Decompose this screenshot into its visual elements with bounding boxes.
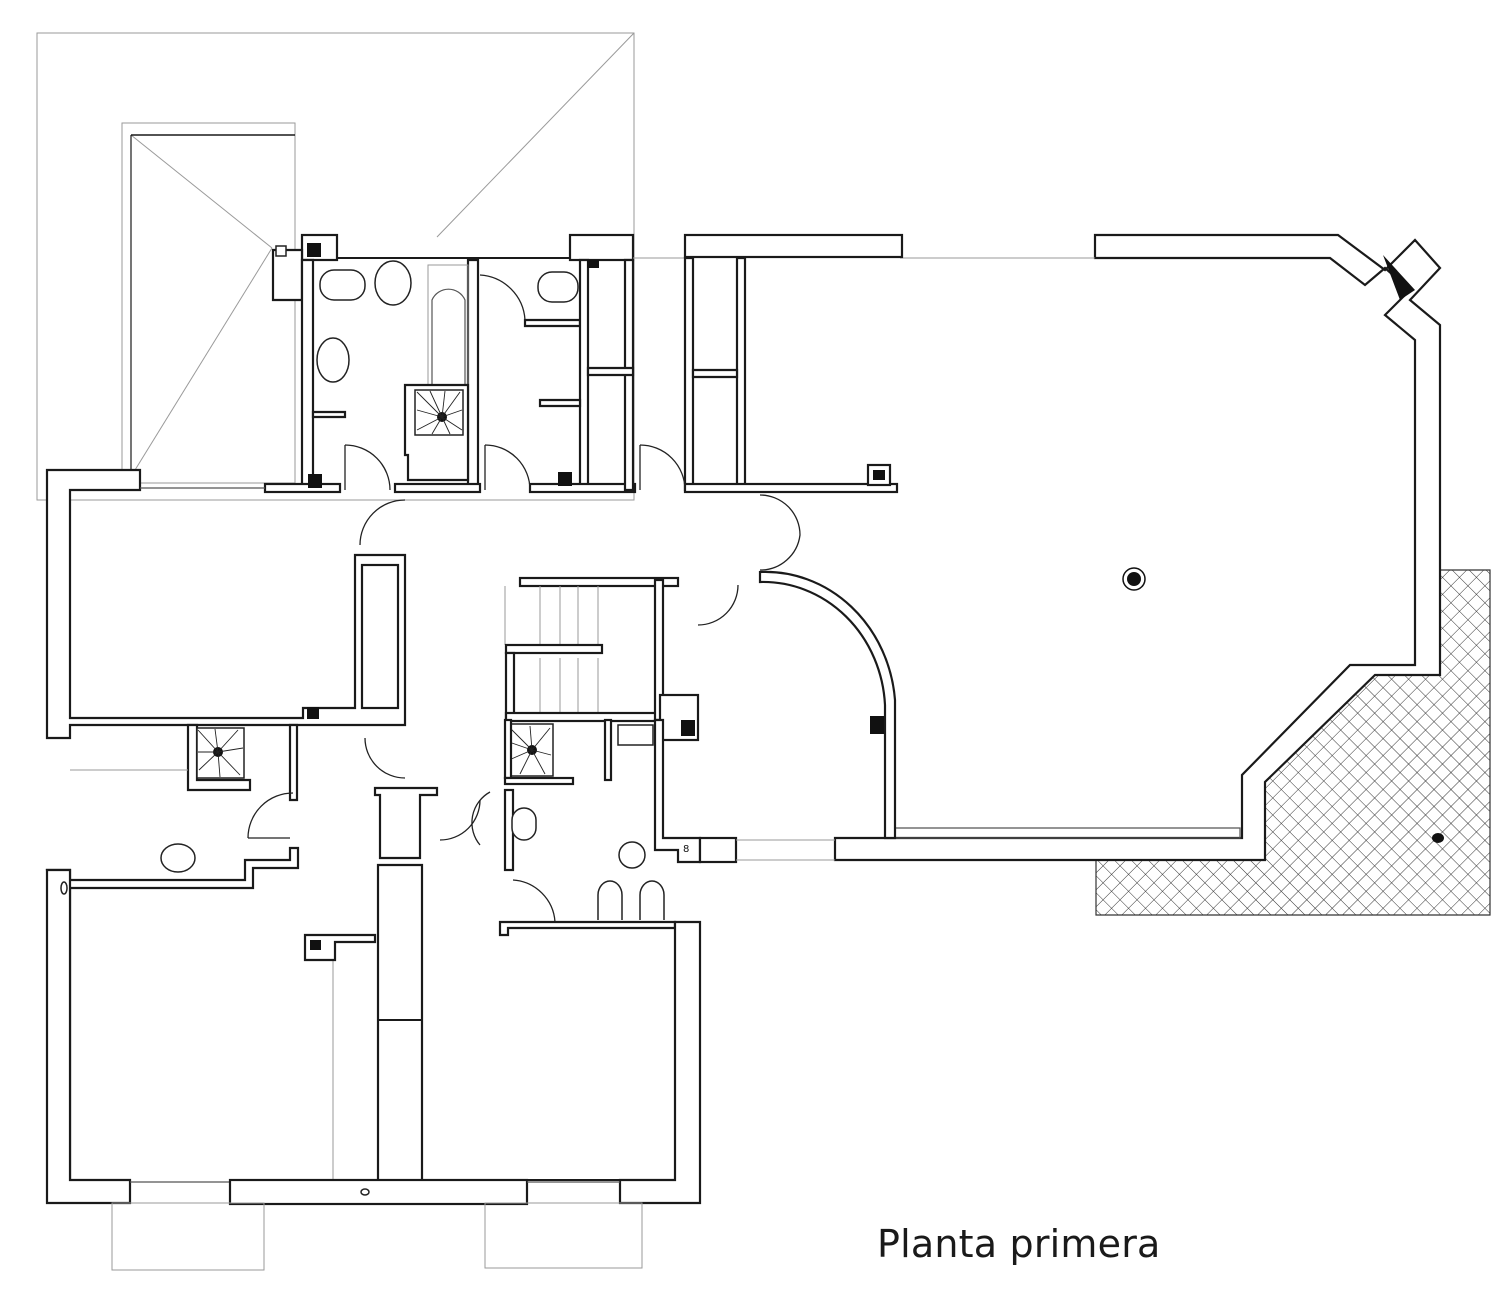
doors-north (344, 274, 801, 571)
southeast-room (422, 920, 702, 1269)
svg-text:8: 8 (683, 844, 689, 855)
southwest-room (45, 868, 529, 1271)
plan-caption: Planta primera (877, 1222, 1161, 1266)
north-walls (271, 233, 685, 302)
bathroom-block-2 (523, 258, 637, 494)
closet-block (683, 256, 899, 494)
roof-outline-small (121, 122, 296, 484)
curved-wall (758, 570, 897, 840)
west-room-walls (45, 468, 407, 740)
straight-stair (504, 576, 680, 723)
spiral-stair-1 (393, 383, 482, 494)
spiral-stair-3 (503, 718, 575, 786)
living-room-walls (683, 233, 1442, 862)
roof-outline-large (36, 32, 635, 501)
central-corridor (303, 786, 439, 1184)
central-bathroom: 8 (471, 584, 835, 937)
spiral-stair-2 (70, 723, 299, 802)
middle-left-room (45, 737, 481, 1183)
terrace-marker (1432, 833, 1444, 843)
bathroom-block-1 (263, 258, 480, 494)
